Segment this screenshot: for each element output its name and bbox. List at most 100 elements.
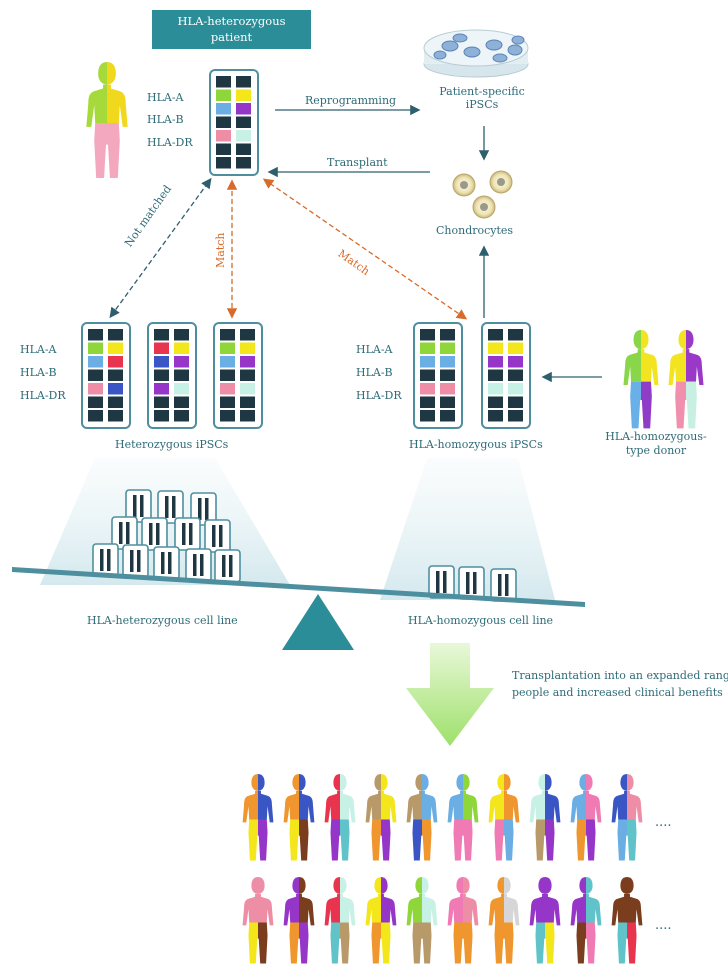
hla-slot <box>420 396 435 408</box>
population-person-icon <box>242 774 274 861</box>
heterozygous-card-2 <box>147 322 197 429</box>
hla-slot <box>508 396 523 408</box>
hla-slot <box>420 410 435 422</box>
donor-figure-icon-1 <box>623 330 659 429</box>
hla-slot <box>108 329 123 341</box>
hla-slot <box>488 369 503 381</box>
hla-slot <box>174 383 189 395</box>
hla-slot <box>440 356 455 368</box>
hla-slot <box>240 410 255 422</box>
population-person-icon <box>283 877 315 964</box>
hla-slot <box>154 396 169 408</box>
population-person-icon <box>529 877 561 964</box>
population-person-icon <box>447 877 479 964</box>
reprogramming-label: Reprogramming <box>305 94 397 107</box>
hla-slot <box>220 396 235 408</box>
transplant-label: Transplant <box>327 156 388 169</box>
hla-slot <box>440 396 455 408</box>
hla-slot <box>88 329 103 341</box>
balance-fulcrum <box>282 594 354 650</box>
hla-slot <box>88 383 103 395</box>
donor-label: HLA-homozygous- type donor <box>596 430 716 458</box>
hla-slot <box>154 329 169 341</box>
hla-slot <box>108 356 123 368</box>
hla-slot <box>240 329 255 341</box>
hla-slot <box>216 157 231 169</box>
donor-line2: type donor <box>625 444 687 457</box>
hla-slot <box>420 342 435 354</box>
hla-slot <box>88 410 103 422</box>
population-person-icon <box>406 774 438 861</box>
ellipsis-row2: .... <box>655 918 672 933</box>
population-person-icon <box>570 774 602 861</box>
hla-slot <box>108 383 123 395</box>
hla-slot <box>236 130 251 142</box>
hla-slot <box>216 116 231 128</box>
population-person-icon <box>488 877 520 964</box>
heterozygous-cell-block <box>174 517 201 551</box>
chondrocytes-icon <box>452 170 513 219</box>
hla-slot <box>216 89 231 101</box>
hla-slot <box>108 342 123 354</box>
hla-slot <box>508 369 523 381</box>
population-person-icon <box>242 877 274 964</box>
benefit-text: Transplantation into an expanded range o… <box>512 667 728 701</box>
hla-slot <box>440 329 455 341</box>
match-arrow-2 <box>262 178 468 320</box>
hla-slot <box>488 356 503 368</box>
heterozygous-ipscs-label: Heterozygous iPSCs <box>115 438 229 451</box>
heterozygous-cell-block <box>204 519 231 553</box>
homozygous-card-1 <box>413 322 463 429</box>
hla-slot <box>174 369 189 381</box>
hla-slot <box>488 410 503 422</box>
right-hla-dr-label: HLA-DR <box>356 389 402 402</box>
left-hla-a-label: HLA-A <box>20 343 57 356</box>
population-person-icon <box>611 877 643 964</box>
population-person-icon <box>447 774 479 861</box>
hla-slot <box>488 329 503 341</box>
heterozygous-card-1 <box>81 322 131 429</box>
population-person-icon <box>488 774 520 861</box>
hla-slot <box>88 396 103 408</box>
patient-hla-dr-label: HLA-DR <box>147 136 193 149</box>
population-person-icon <box>406 877 438 964</box>
patient-figure-icon <box>86 62 128 179</box>
patient-title-line2: patient <box>210 30 253 44</box>
population-person-icon <box>283 774 315 861</box>
homozygous-cell-line-label: HLA-homozygous cell line <box>408 614 554 627</box>
left-hla-dr-label: HLA-DR <box>20 389 66 402</box>
patient-ipscs-line1: Patient-specific <box>439 85 525 98</box>
hla-slot <box>236 157 251 169</box>
heterozygous-cell-block <box>122 544 149 578</box>
hla-slot <box>508 410 523 422</box>
benefit-line2: people and increased clinical benefits <box>512 686 723 699</box>
hla-slot <box>220 329 235 341</box>
hla-slot <box>420 329 435 341</box>
heterozygous-cell-block <box>157 490 184 524</box>
hla-slot <box>174 410 189 422</box>
heterozygous-cell-block <box>92 543 119 577</box>
hla-slot <box>108 410 123 422</box>
hla-slot <box>236 116 251 128</box>
hla-slot <box>508 356 523 368</box>
hla-slot <box>440 369 455 381</box>
hla-slot <box>216 143 231 155</box>
hla-slot <box>174 356 189 368</box>
hla-slot <box>220 356 235 368</box>
hla-slot <box>154 383 169 395</box>
benefit-line1: Transplantation into an expanded range o… <box>512 669 728 682</box>
hla-slot <box>220 383 235 395</box>
hla-slot <box>240 356 255 368</box>
patient-hla-a-label: HLA-A <box>147 91 184 104</box>
hla-slot <box>154 369 169 381</box>
hla-slot <box>236 76 251 88</box>
hla-slot <box>88 369 103 381</box>
patient-hla-b-label: HLA-B <box>147 113 184 126</box>
population-person-icon <box>529 774 561 861</box>
hla-slot <box>88 356 103 368</box>
hla-slot <box>440 410 455 422</box>
right-hla-a-label: HLA-A <box>356 343 393 356</box>
not-matched-arrow <box>109 177 212 319</box>
